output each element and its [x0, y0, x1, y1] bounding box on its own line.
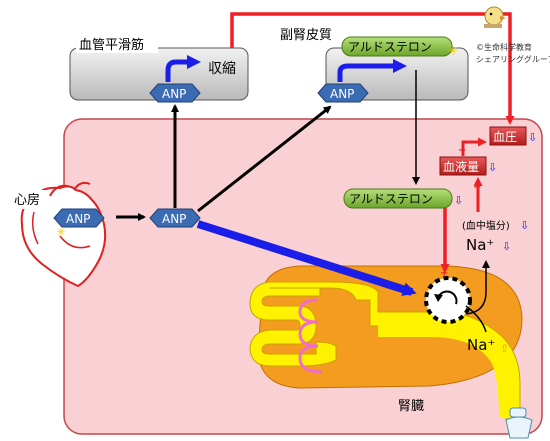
- anp-to-kidney-arrow: [196, 220, 417, 296]
- svg-text:ANP: ANP: [66, 212, 90, 226]
- kidney-label: 腎臓: [398, 399, 424, 414]
- svg-text:+: +: [473, 182, 481, 193]
- down-arrow-icon: ⇩: [488, 161, 497, 174]
- na-plus-top-label: Na⁺: [466, 236, 494, 254]
- na-transporter-circle: [424, 276, 472, 324]
- up-arrow-icon: ⇧: [500, 342, 509, 355]
- svg-text:+: +: [458, 145, 466, 156]
- svg-text:ANP: ANP: [162, 212, 186, 226]
- blood-volume-label: 血液量: [443, 159, 479, 174]
- aldosterone-secretion-arrow: [337, 59, 407, 82]
- down-arrow-icon: ⇩: [528, 131, 537, 144]
- na-plus-bottom-label: Na⁺: [467, 336, 495, 354]
- anp-hexagon-center: ANP: [149, 208, 201, 228]
- atrium-label: 心房: [14, 192, 40, 208]
- down-arrow-icon: ⇩: [520, 219, 529, 232]
- aldosterone-mid-label: アルドステロン: [349, 192, 433, 206]
- vascular-smooth-muscle-box: 血管平滑筋 収縮: [69, 33, 249, 101]
- adrenal-cortex-label: 副腎皮質: [280, 28, 332, 43]
- aldosterone-badge-top: [341, 36, 453, 57]
- down-arrow-icon: ⇩: [502, 240, 511, 253]
- blood-pressure-badge: [489, 126, 527, 146]
- blood-salt-label: (血中塩分): [462, 219, 510, 232]
- pressure-feedback-line: [230, 12, 515, 125]
- na-reabsorb-arrow: [465, 260, 490, 315]
- adrenal-cortex-box: 副腎皮質 アルドステロン ✳: [280, 24, 469, 101]
- anp-hexagon-heart: ANP ✳: [53, 208, 105, 239]
- svg-text:ANP: ANP: [330, 87, 354, 101]
- contraction-arrow: [165, 55, 201, 82]
- svg-text:ANP: ANP: [162, 87, 186, 101]
- down-arrow-icon: ⇩: [454, 194, 463, 207]
- star-icon: ✳: [56, 225, 66, 239]
- svg-text:+: +: [440, 268, 448, 279]
- toilet-icon: [505, 407, 533, 439]
- anp-hexagon-vascular: ANP: [149, 83, 201, 103]
- star-icon: ✳: [448, 44, 458, 58]
- vascular-smooth-muscle-label: 血管平滑筋: [79, 37, 144, 53]
- contraction-label: 収縮: [208, 61, 236, 77]
- blood-pressure-label: 血圧: [493, 130, 517, 144]
- na-excrete-line: [465, 305, 487, 333]
- aldosterone-badge-mid: [343, 188, 453, 209]
- credit-line2: シェアリンググループ: [476, 54, 550, 64]
- anp-to-adrenal-arrow: [197, 105, 332, 213]
- anp-hexagon-adrenal: ANP: [317, 83, 369, 103]
- volume-to-pressure-arrow: [461, 137, 487, 156]
- chick-logo: [484, 6, 506, 28]
- credit-line1: ©生命科学教育: [476, 42, 532, 52]
- aldosterone-top-label: アルドステロン: [348, 40, 432, 54]
- blood-volume-badge: [439, 156, 487, 176]
